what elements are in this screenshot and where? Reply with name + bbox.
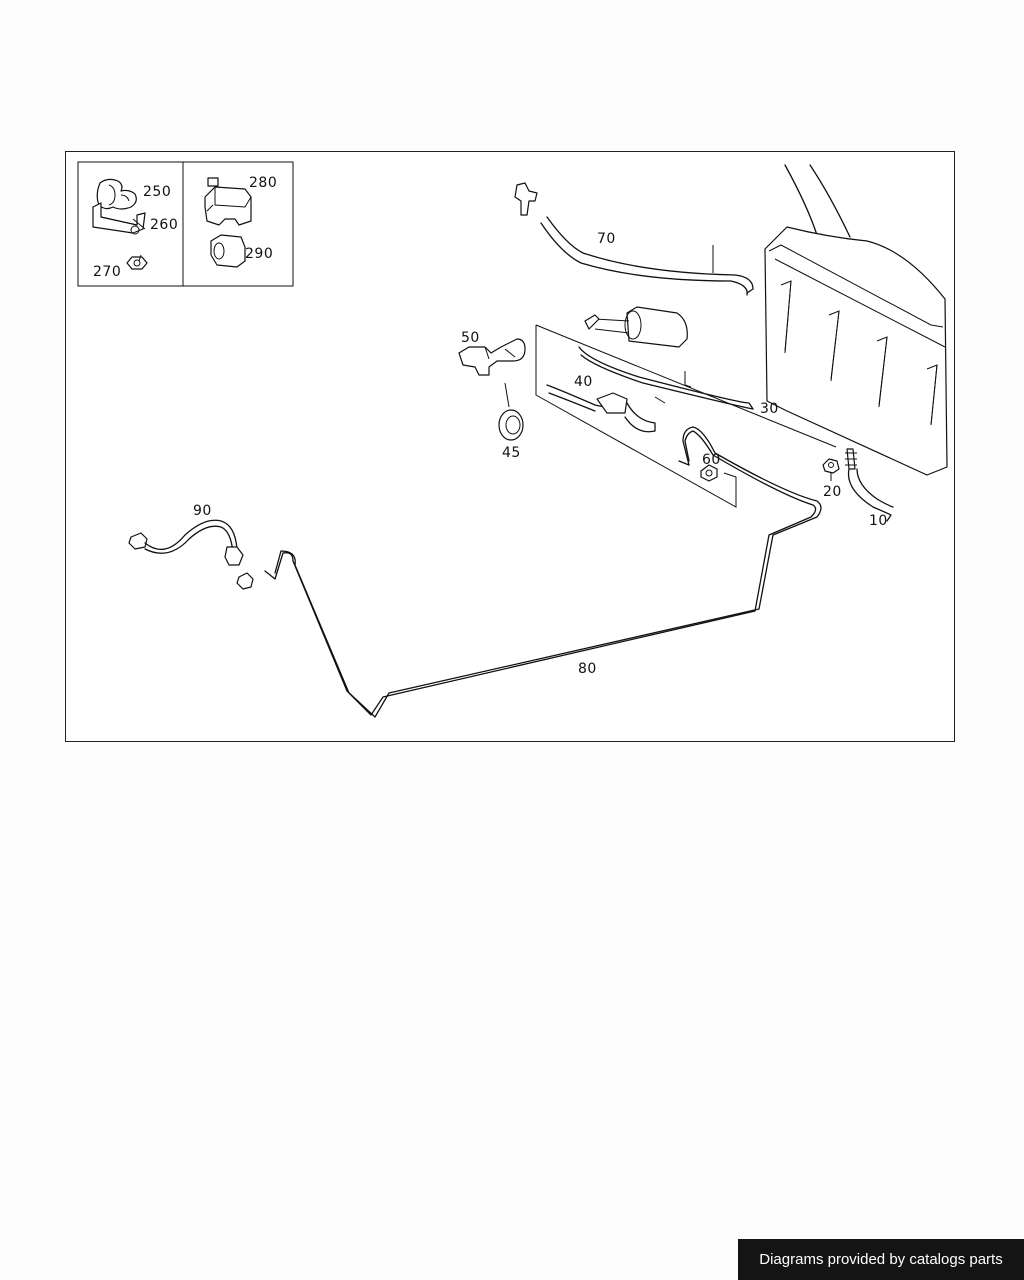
callout-260: 260 [150,217,178,233]
callout-70: 70 [597,231,616,247]
callout-20: 20 [823,484,842,500]
part-45-seal-ring[interactable] [498,409,524,441]
callout-10: 10 [869,513,888,529]
part-50-clamp[interactable] [458,338,526,376]
callout-250: 250 [143,184,171,200]
callout-280: 280 [249,175,277,191]
part-80-fuel-line[interactable] [264,426,822,718]
part-60-clamp[interactable] [678,460,718,482]
part-70-vent-hose[interactable] [514,182,754,296]
callout-50: 50 [461,330,480,346]
part-20-clamp[interactable] [822,458,840,474]
inset-box [77,161,294,287]
part-40-hose[interactable] [546,384,656,433]
part-260-bracket[interactable] [92,202,146,235]
part-90-flex-line[interactable] [128,519,254,590]
callout-270: 270 [93,264,121,280]
part-270-nut[interactable] [126,256,148,270]
part-280-clip[interactable] [204,177,252,226]
callout-90: 90 [193,503,212,519]
part-290-grommet[interactable] [210,234,246,268]
fuel-tank [764,164,948,476]
part-250-grommet[interactable] [96,178,137,210]
canister-plate [535,306,837,508]
leader-lines [132,218,832,481]
part-30-hose[interactable] [578,346,754,410]
callout-290: 290 [245,246,273,262]
footer-credit-text: Diagrams provided by catalogs parts [759,1251,1003,1268]
callout-60: 60 [702,452,721,468]
parts-diagram: 250 260 270 280 290 70 50 40 45 30 60 20… [77,161,948,718]
callout-45: 45 [502,445,521,461]
part-10-hose[interactable] [845,448,894,522]
footer-credit-badge: Diagrams provided by catalogs parts [738,1239,1024,1280]
callout-80: 80 [578,661,597,677]
callout-40: 40 [574,374,593,390]
callout-30: 30 [760,401,779,417]
